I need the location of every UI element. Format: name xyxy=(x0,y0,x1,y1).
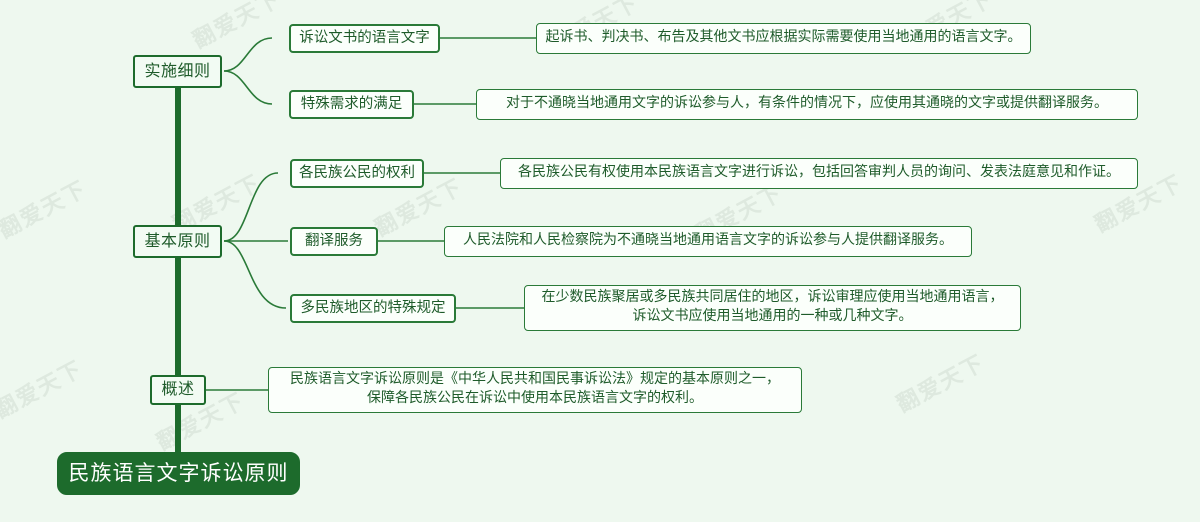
branch-node-overview[interactable]: 概述 xyxy=(150,375,206,405)
watermark: 翻爱天下 xyxy=(892,349,989,417)
curve-impl-1 xyxy=(223,37,273,72)
branch-node-implementation-rules[interactable]: 实施细则 xyxy=(133,55,222,88)
sub-node-multiethnic-area-rules[interactable]: 多民族地区的特殊规定 xyxy=(290,294,456,323)
sub-node-citizen-rights[interactable]: 各民族公民的权利 xyxy=(290,159,424,188)
watermark: 翻爱天下 xyxy=(0,355,87,423)
curve-impl-2 xyxy=(223,70,273,105)
watermark: 翻爱天下 xyxy=(0,175,91,243)
leaf-node-overview-detail: 民族语言文字诉讼原则是《中华人民共和国民事诉讼法》规定的基本原则之一， 保障各民… xyxy=(268,367,802,413)
leaf-node-citizen-rights-detail: 各民族公民有权使用本民族语言文字进行诉讼，包括回答审判人员的询问、发表法庭意见和… xyxy=(500,158,1138,189)
curve-basic-1 xyxy=(223,172,279,242)
branch-node-basic-principles[interactable]: 基本原则 xyxy=(133,225,222,258)
leaf-node-litigation-document-language-detail: 起诉书、判决书、布告及其他文书应根据实际需要使用当地通用的语言文字。 xyxy=(536,23,1031,54)
leaf-node-translation-service-detail: 人民法院和人民检察院为不通晓当地通用语言文字的诉讼参与人提供翻译服务。 xyxy=(444,226,972,257)
watermark: 翻爱天下 xyxy=(188,0,285,53)
root-node[interactable]: 民族语言文字诉讼原则 xyxy=(57,452,300,495)
curve-basic-3 xyxy=(223,240,287,309)
sub-node-special-needs[interactable]: 特殊需求的满足 xyxy=(289,90,414,119)
leaf-node-special-needs-detail: 对于不通晓当地通用文字的诉讼参与人，有条件的情况下，应使用其通晓的文字或提供翻译… xyxy=(476,89,1138,120)
sub-node-litigation-document-language[interactable]: 诉讼文书的语言文字 xyxy=(289,24,440,53)
leaf-node-multiethnic-area-rules-detail: 在少数民族聚居或多民族共同居住的地区，诉讼审理应使用当地通用语言， 诉讼文书应使… xyxy=(524,285,1021,331)
sub-node-translation-service[interactable]: 翻译服务 xyxy=(290,227,378,256)
